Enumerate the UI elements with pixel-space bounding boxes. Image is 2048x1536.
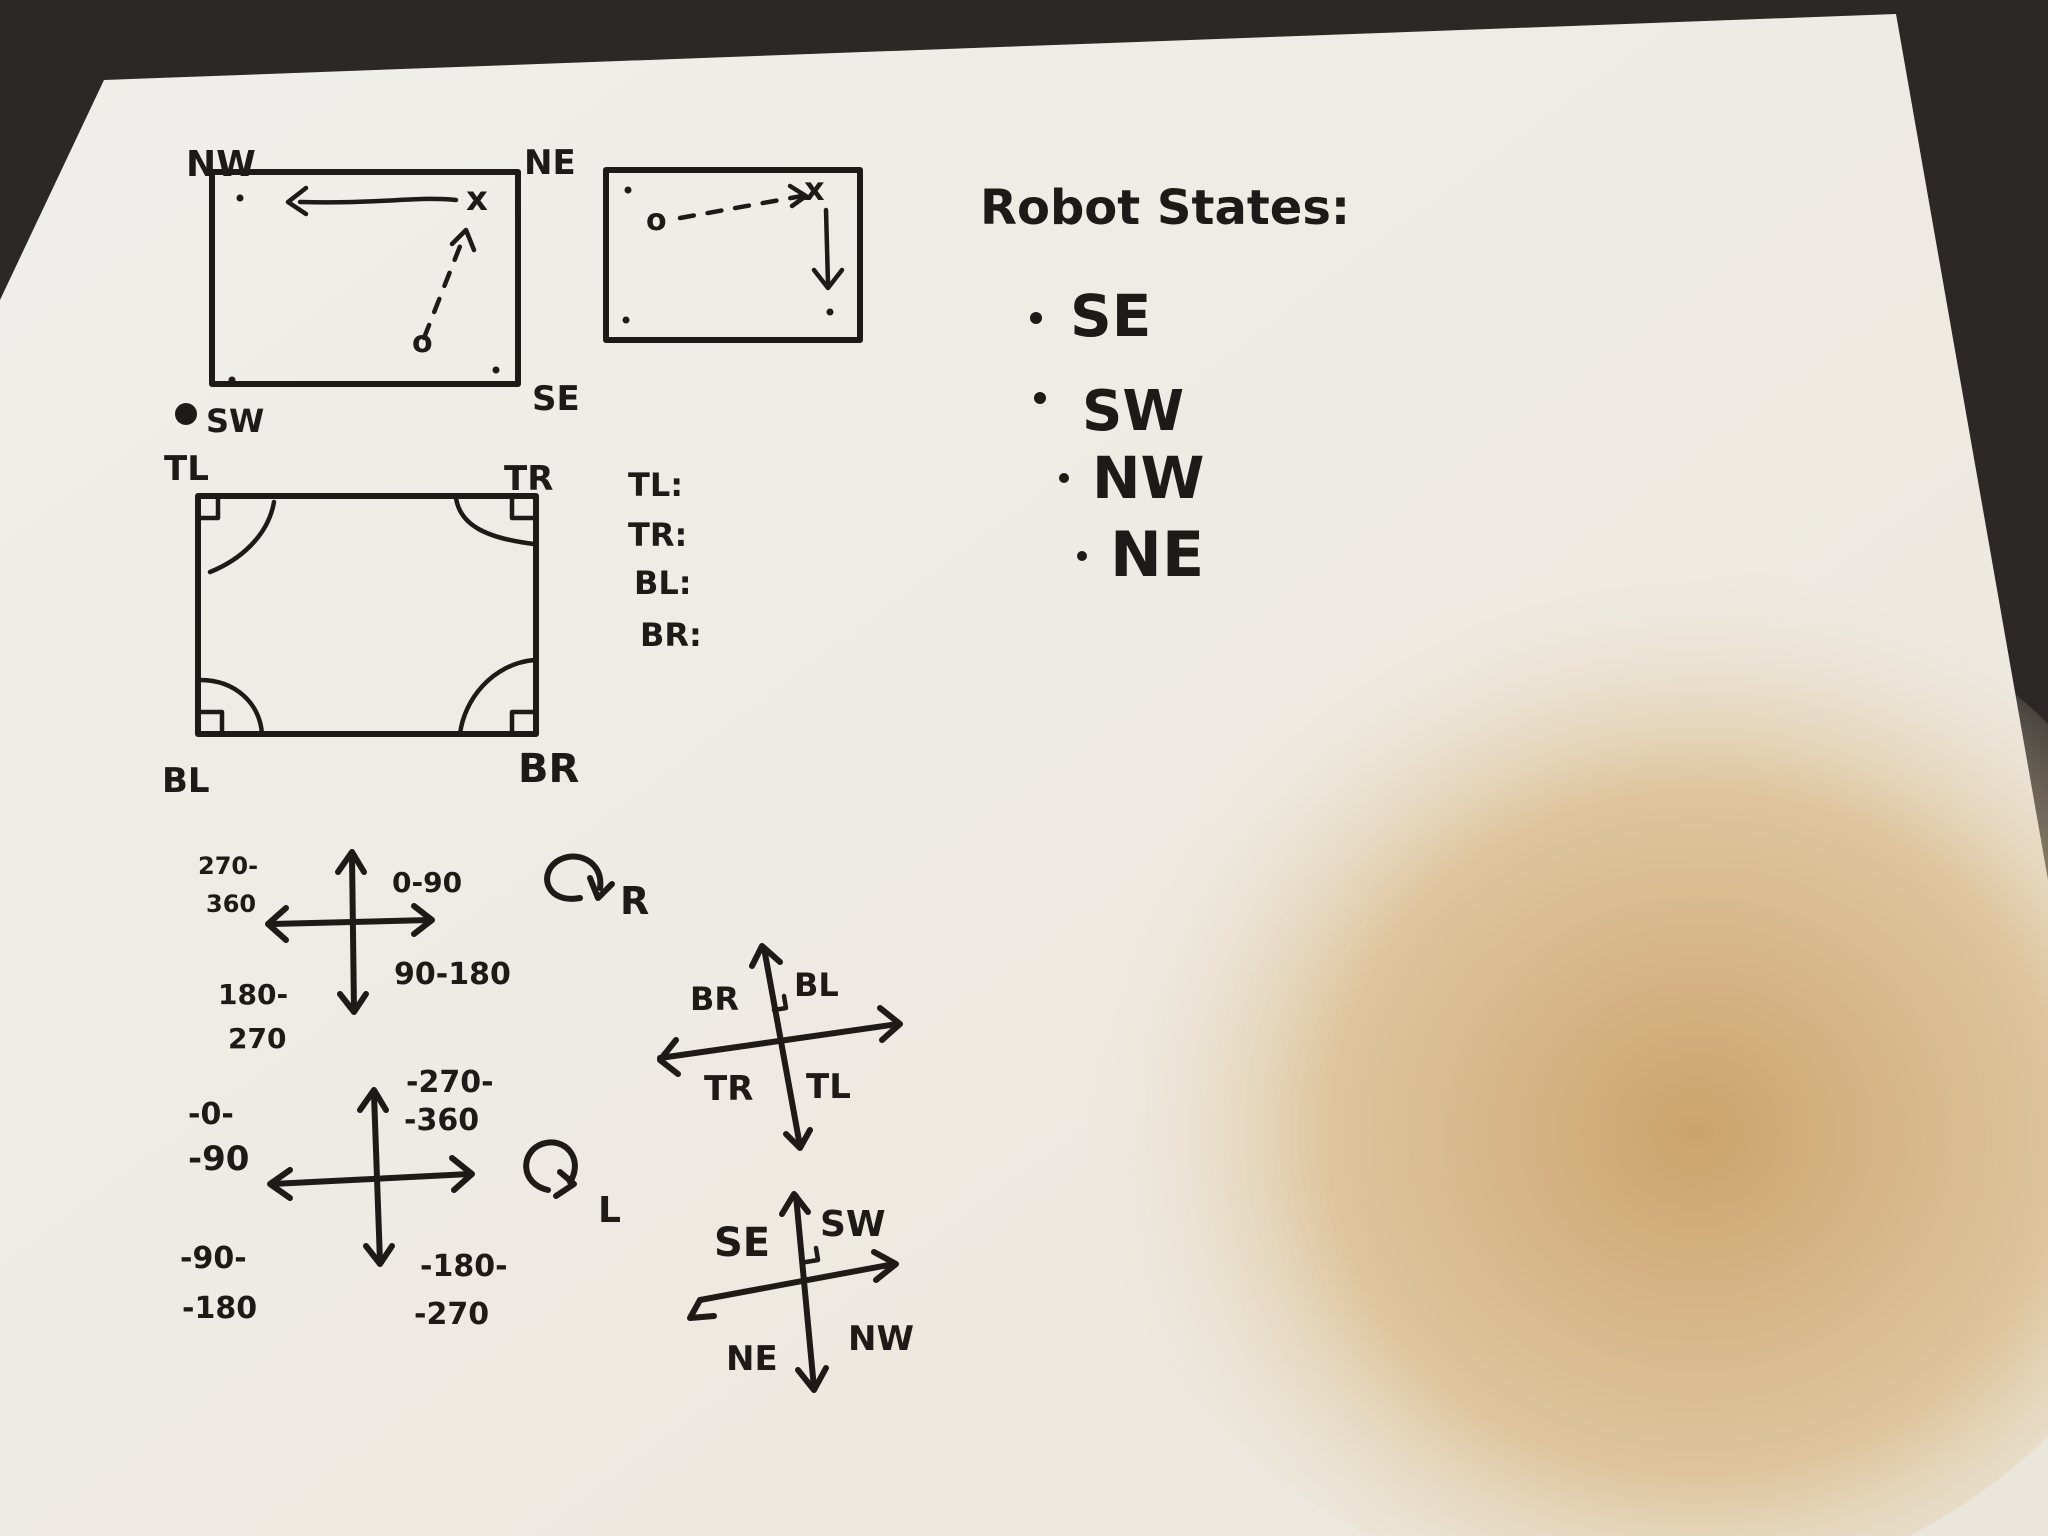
left-rotation-axes: -0- -90 -270- -360 -90- -180 -180- -270 … (180, 1065, 621, 1332)
label-br: BR (518, 746, 579, 792)
diagram-corner-rectangle: TL TR BL BR (162, 449, 579, 801)
quadrant-label: TR (704, 1069, 753, 1109)
diagram-small-rectangle: o x (603, 167, 863, 343)
robot-states-title: Robot States: (980, 180, 1350, 236)
target-mark: x (466, 179, 488, 219)
angle-label: -180- (420, 1249, 508, 1284)
small-field-rectangle (603, 167, 863, 343)
angle-label: -90 (188, 1139, 249, 1179)
diagram-compass-rectangle: o x NW NE SW SE (175, 143, 580, 440)
angle-label: 0-90 (392, 866, 462, 899)
robot-states: Robot States: SE SW NW NE (980, 180, 1350, 591)
angle-label: 270- (198, 852, 258, 880)
quadrant-label: BR (690, 980, 739, 1018)
angle-label: -180 (182, 1291, 257, 1326)
turn-right-icon (544, 853, 604, 902)
state-item: SE (1070, 282, 1151, 350)
angle-label: -0- (188, 1097, 234, 1132)
corner-axes: BR BL TR TL (657, 943, 903, 1151)
right-rotation-axes: 270- 360 0-90 180- 270 90-180 R (198, 849, 649, 1055)
label-nw: NW (186, 144, 256, 185)
quadrant-label: SE (714, 1220, 770, 1266)
state-item: NE (1110, 518, 1204, 591)
start-mark: o (412, 325, 433, 360)
corner-list-item: BR: (640, 616, 702, 654)
state-item: SW (1082, 379, 1184, 444)
quadrant-label: NE (726, 1339, 778, 1379)
shadow (1080, 560, 2048, 1536)
field-rectangle (209, 169, 521, 387)
corner-list-item: TL: (628, 466, 683, 504)
turn-left-icon (523, 1139, 578, 1193)
corner-list: TL: TR: BL: BR: (628, 466, 702, 654)
turn-right-label: R (620, 879, 649, 923)
angle-label: -360 (404, 1103, 479, 1138)
quadrant-label: BL (794, 966, 839, 1004)
quadrant-label: NW (848, 1319, 914, 1359)
angle-label: -270 (414, 1297, 489, 1332)
state-item: NW (1092, 444, 1205, 512)
angle-label: -90- (180, 1241, 247, 1276)
corner-list-item: BL: (634, 564, 692, 602)
label-se: SE (532, 379, 580, 419)
label-bl: BL (162, 761, 210, 801)
label-ne: NE (524, 143, 576, 183)
corner-rectangle (195, 493, 539, 737)
path-arrow-west (297, 196, 459, 205)
quadrant-label: TL (806, 1067, 851, 1107)
angle-label: -270- (406, 1065, 494, 1100)
angle-label: 90-180 (394, 957, 511, 992)
angle-label: 180- (218, 978, 288, 1011)
label-tl: TL (164, 449, 209, 489)
label-sw: SW (206, 402, 264, 440)
turn-left-label: L (598, 1190, 621, 1231)
corner-list-item: TR: (628, 516, 687, 554)
state-axes: SE SW NE NW (687, 1191, 914, 1393)
label-tr: TR (504, 459, 553, 499)
angle-label: 270 (228, 1022, 286, 1055)
target-mark-2: x (804, 170, 825, 208)
angle-label: 360 (206, 890, 256, 918)
quadrant-label: SW (820, 1204, 886, 1245)
start-mark-2: o (646, 203, 667, 238)
